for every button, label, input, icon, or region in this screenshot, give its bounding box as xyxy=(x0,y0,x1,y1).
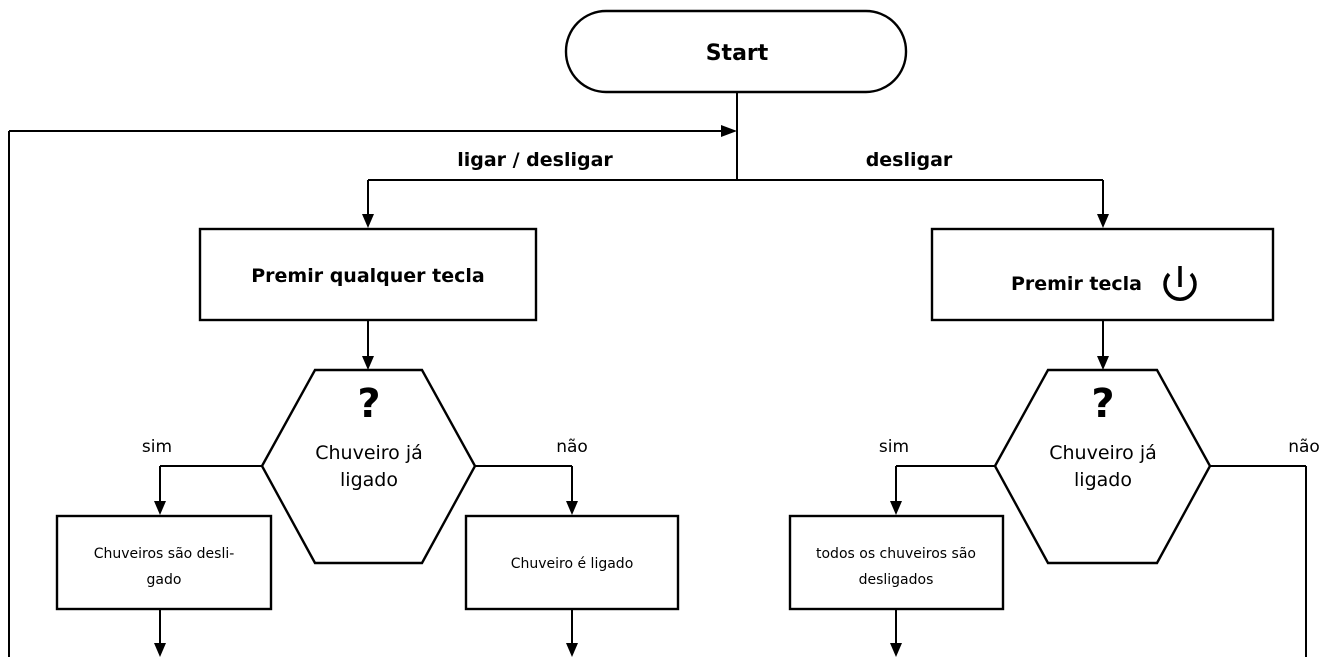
power-icon xyxy=(1163,266,1197,301)
left-action-box: Premir qualquer tecla xyxy=(198,227,538,322)
left-decision-hexagon: ? Chuveiro já ligado xyxy=(260,368,477,565)
right-yes-result-box: todos os chuveiros são desligados xyxy=(788,514,1005,611)
arrowhead xyxy=(1097,214,1109,228)
left-decision-line1: Chuveiro já xyxy=(315,442,423,464)
start-label: Start xyxy=(706,41,769,66)
arrowhead xyxy=(362,356,374,370)
left-yes-result-line1: Chuveiros são desli- xyxy=(94,546,235,562)
right-yes-result-line1: todos os chuveiros são xyxy=(816,546,976,562)
right-decision-line1: Chuveiro já xyxy=(1049,442,1157,464)
left-no-label: não xyxy=(556,437,588,457)
right-decision-hexagon: ? Chuveiro já ligado xyxy=(993,368,1212,565)
left-yes-label: sim xyxy=(142,437,172,457)
right-action-box: Premir tecla xyxy=(930,227,1275,322)
branch-label-right: desligar xyxy=(866,149,953,171)
right-decision-question-mark: ? xyxy=(1091,381,1114,427)
left-action-label: Premir qualquer tecla xyxy=(251,265,485,287)
branch-label-left: ligar / desligar xyxy=(457,149,613,171)
arrowhead xyxy=(566,501,578,515)
left-no-result-label: Chuveiro é ligado xyxy=(511,556,634,572)
start-node: Start xyxy=(564,9,908,94)
right-no-label: não xyxy=(1288,437,1320,457)
arrowhead xyxy=(890,643,902,657)
right-action-label: Premir tecla xyxy=(1011,273,1142,295)
right-yes-result-line2: desligados xyxy=(859,572,934,588)
right-yes-label: sim xyxy=(879,437,909,457)
arrowhead xyxy=(890,501,902,515)
connector-lines xyxy=(8,92,1307,657)
left-decision-line2: ligado xyxy=(340,469,398,491)
arrowheads xyxy=(154,125,1109,657)
left-decision-question-mark: ? xyxy=(357,381,380,427)
arrowhead xyxy=(154,643,166,657)
arrowhead xyxy=(721,125,737,137)
arrowhead xyxy=(154,501,166,515)
left-yes-result-line2: gado xyxy=(147,572,182,588)
left-yes-result-box: Chuveiros são desli- gado xyxy=(55,514,273,611)
arrowhead xyxy=(362,214,374,228)
right-decision-line2: ligado xyxy=(1074,469,1132,491)
arrowhead xyxy=(566,643,578,657)
arrowhead xyxy=(1097,356,1109,370)
left-no-result-box: Chuveiro é ligado xyxy=(464,514,680,611)
